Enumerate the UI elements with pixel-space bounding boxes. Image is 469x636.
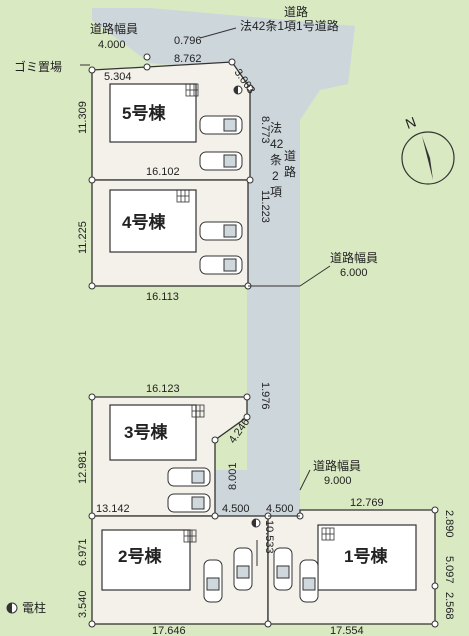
dim-11309: 11.309	[77, 101, 89, 134]
dim-16123: 16.123	[146, 383, 180, 395]
dim-8001: 8.001	[227, 462, 239, 490]
building-3	[109, 404, 197, 461]
road-rule-label: 法42条1項1号道路	[240, 18, 339, 33]
dim-10533: 10.533	[263, 520, 275, 554]
dim-8773: 8.773	[259, 116, 271, 144]
dim-0796: 0.796	[174, 35, 202, 47]
dim-12769: 12.769	[350, 497, 384, 509]
road-width-value: 6.000	[340, 267, 368, 279]
stairs-5	[185, 83, 199, 97]
dim-2890: 2.890	[443, 510, 455, 538]
road-vertical-char: 道	[284, 149, 296, 163]
dim-13142: 13.142	[96, 503, 130, 515]
utility-pole-icon	[251, 518, 261, 528]
dim-5097: 5.097	[443, 556, 455, 584]
dim-16102: 16.102	[146, 166, 180, 178]
legend-pole-label: 電柱	[22, 600, 46, 615]
building-label: 4号棟	[122, 212, 166, 232]
dim-4500b: 4.500	[266, 503, 294, 515]
dim-1976: 1.976	[259, 382, 271, 410]
dim-17554: 17.554	[330, 625, 364, 636]
dim-11223: 11.223	[259, 190, 271, 223]
road-width-label: 道路幅員	[90, 21, 138, 36]
road-bottom-access	[215, 470, 300, 520]
road-width-label: 道路幅員	[313, 458, 361, 473]
dim-8762: 8.762	[174, 53, 202, 65]
dim-17646: 17.646	[152, 625, 186, 636]
building-4	[109, 189, 197, 253]
stairs-4	[176, 189, 190, 203]
road-vertical-char: 2	[272, 169, 279, 183]
building-2	[101, 529, 191, 591]
road-width-label: 道路幅員	[330, 250, 378, 265]
road-width-arrows	[80, 27, 331, 566]
utility-pole-icon	[233, 85, 243, 95]
road-vertical-char: 項	[270, 185, 282, 199]
dim-16113: 16.113	[146, 291, 179, 303]
road-label: 道路	[284, 4, 308, 19]
road-vertical-char: 条	[270, 153, 282, 167]
parking-cars	[167, 115, 319, 603]
road-width-value: 9.000	[324, 475, 352, 487]
building-label: 2号棟	[118, 546, 162, 566]
road-width-value: 4.000	[98, 39, 126, 51]
dim-2568: 2.568	[443, 592, 455, 620]
road-vertical	[247, 120, 300, 520]
dim-11225: 11.225	[77, 221, 89, 254]
road-vertical-char: 42	[270, 137, 284, 151]
survey-points	[88, 53, 439, 628]
dim-3540: 3.540	[77, 590, 89, 618]
legend-pole-icon	[6, 602, 18, 614]
north-compass-icon	[401, 131, 455, 185]
dim-12981: 12.981	[77, 450, 89, 484]
dim-5304: 5.304	[104, 71, 132, 83]
building-5	[109, 83, 197, 143]
dim-4500a: 4.500	[222, 503, 250, 515]
road-vertical-label: 法 42 条 2 項 道 路	[270, 121, 296, 199]
building-label: 3号棟	[124, 422, 168, 442]
garbage-label: ゴミ置場	[14, 59, 62, 74]
stairs-3	[191, 404, 205, 418]
stairs-1	[321, 527, 335, 541]
road-vertical-char: 法	[270, 121, 282, 135]
building-label: 1号棟	[344, 546, 388, 566]
building-label: 5号棟	[122, 103, 166, 123]
stairs-2	[183, 529, 197, 543]
road-vertical-char: 路	[284, 164, 296, 179]
dim-6971: 6.971	[77, 538, 89, 566]
